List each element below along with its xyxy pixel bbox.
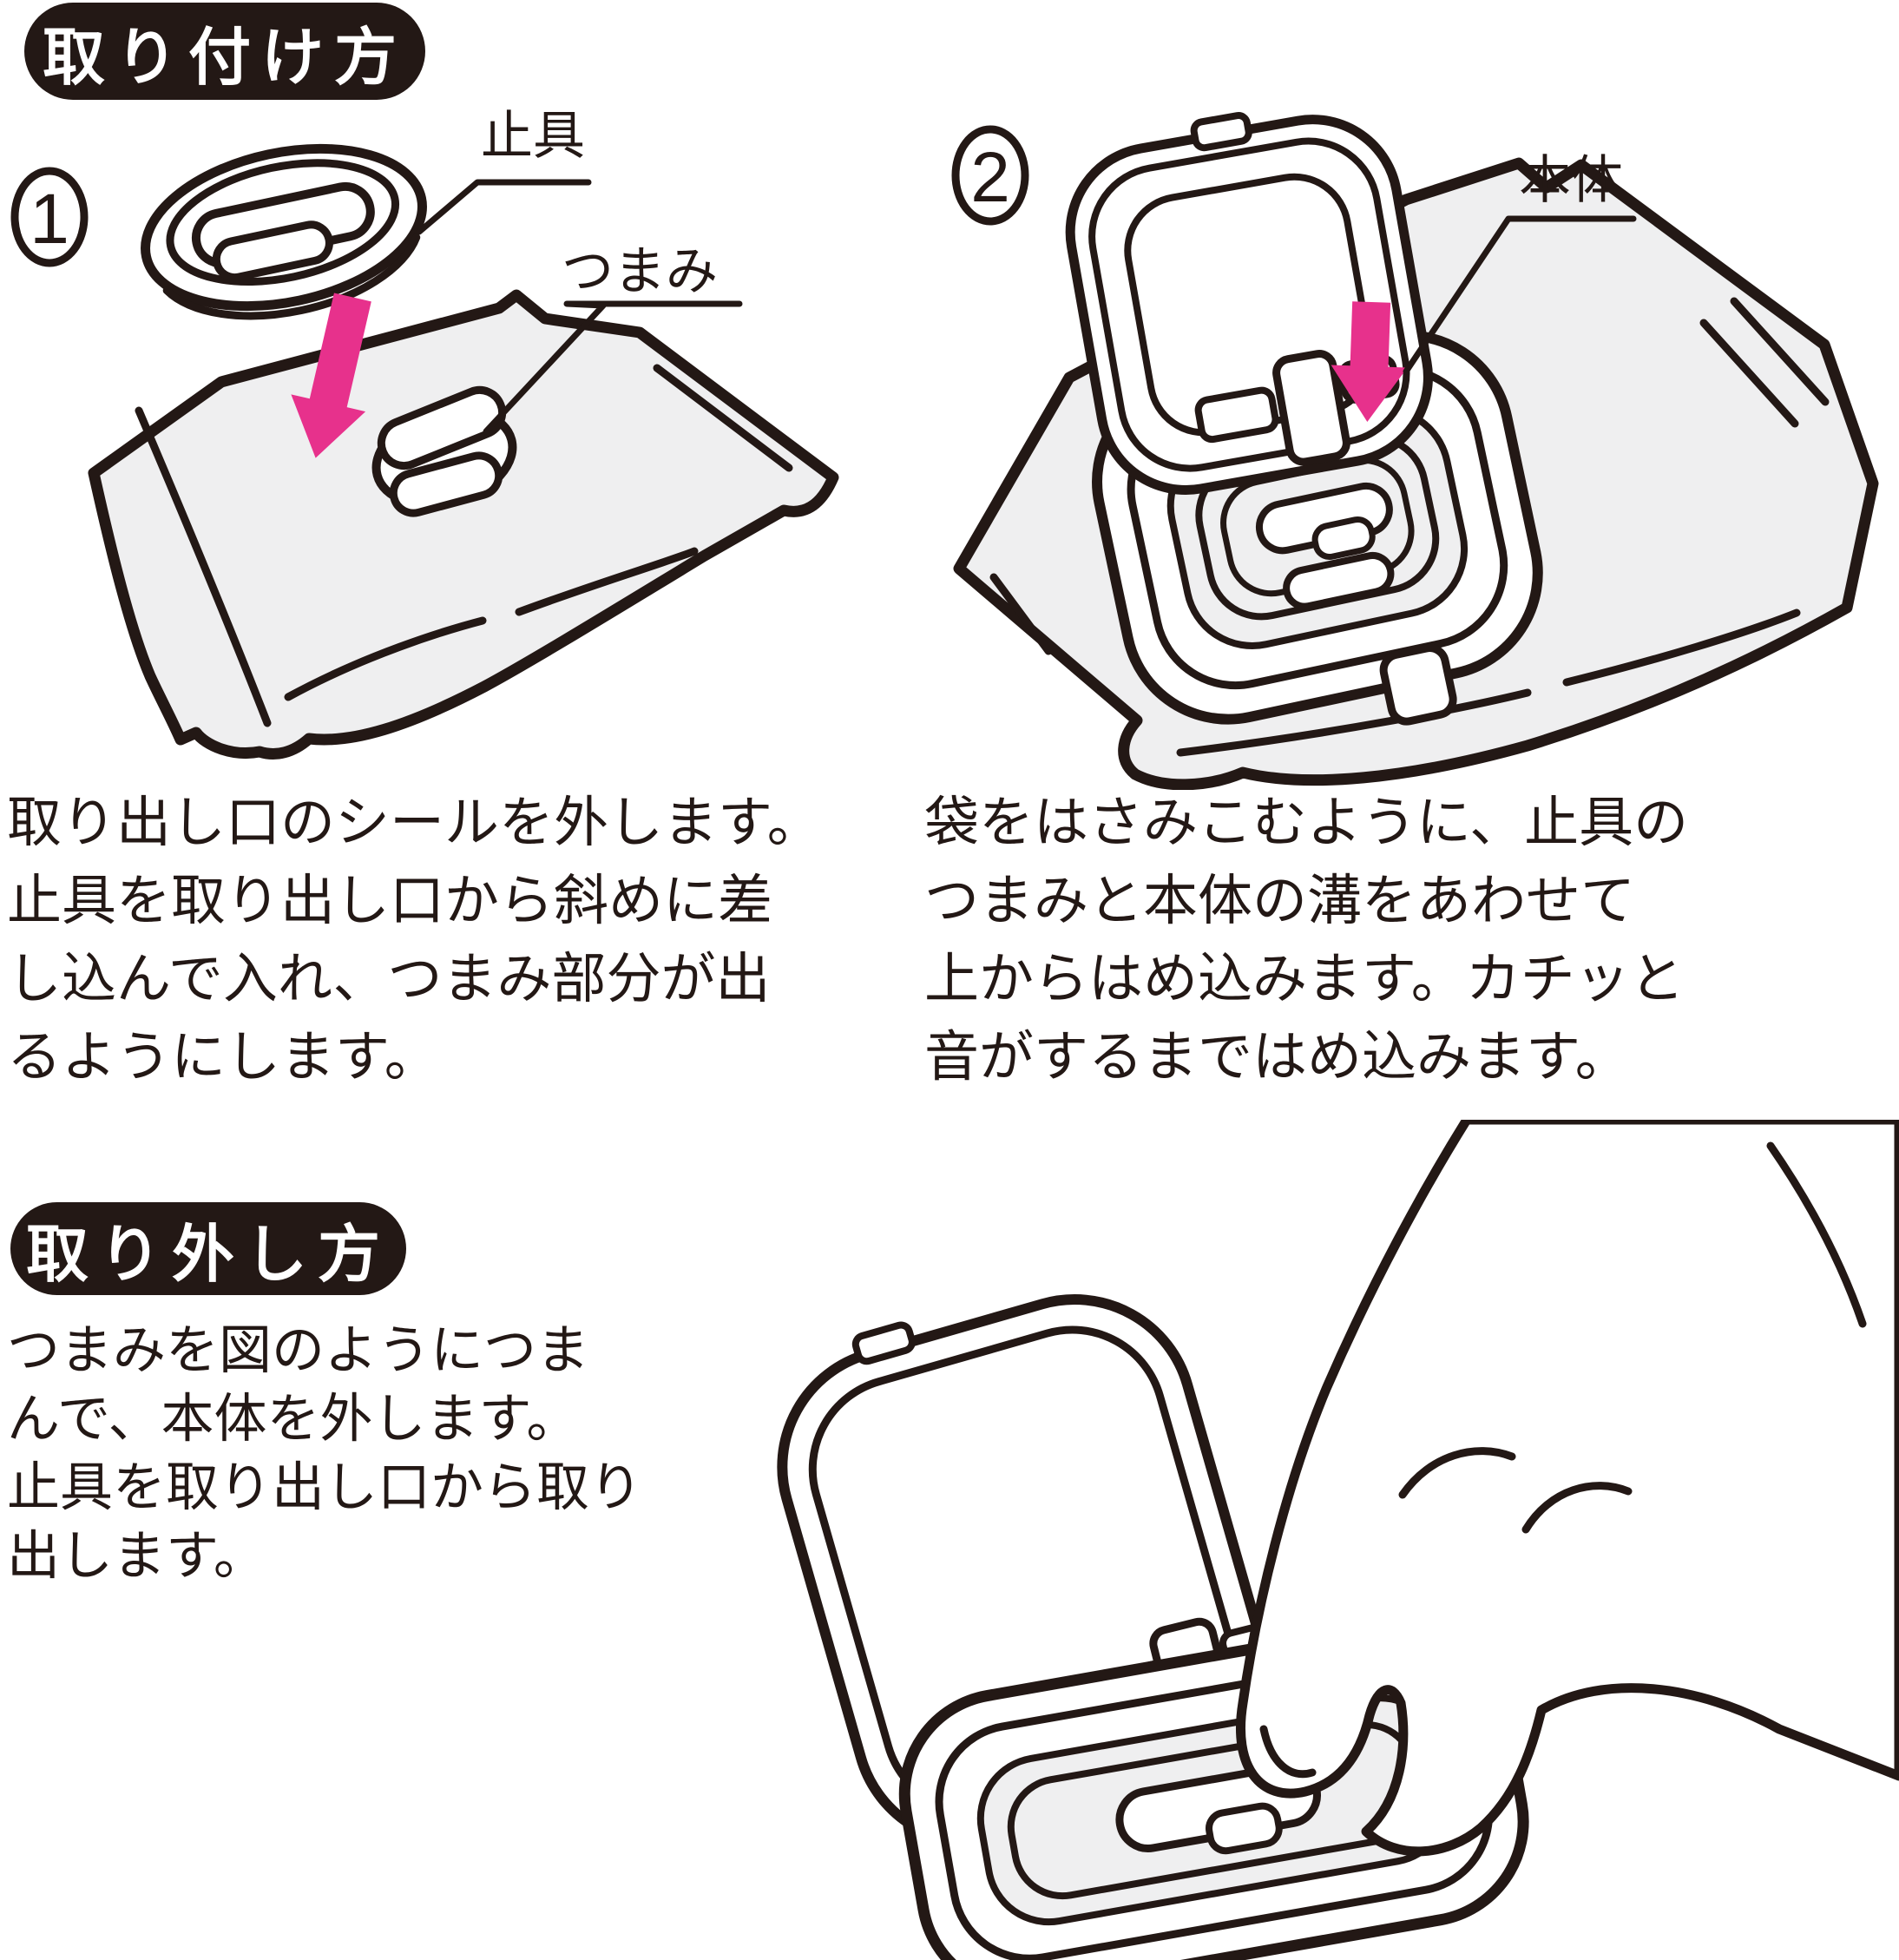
detach-section-badge: 取り外し方 — [10, 1202, 406, 1295]
text-line: んで、本体を外します。 — [7, 1389, 580, 1448]
attach-section-badge: 取り付け方 — [24, 3, 425, 100]
tab-on-package — [371, 385, 517, 517]
body-label: 本体 — [1519, 151, 1623, 209]
text-line: るようにします。 — [7, 1027, 439, 1088]
step2-description: 袋をはさみこむように、止具の つまみと本体の溝をあわせて 上からはめ込みます。カ… — [924, 784, 1688, 1096]
tab-label-group: つまみ — [483, 242, 743, 435]
stopper-label: 止具 — [481, 107, 585, 165]
open-lid-illustration — [1065, 112, 1433, 496]
step1-number-badge: 1 — [10, 167, 89, 267]
text-line: 音がするまではめ込みます。 — [924, 1027, 1630, 1088]
text-line: し込んで入れ、つまみ部分が出 — [7, 949, 771, 1010]
text-line: つまみを図のようにつま — [7, 1320, 590, 1379]
lid-clasp — [1190, 112, 1252, 152]
step2-number-badge: 2 — [951, 125, 1029, 226]
text-line: つまみと本体の溝をあわせて — [924, 871, 1635, 931]
lid-clasp — [851, 1321, 916, 1365]
text-line: 取り出し口のシールを外します。 — [7, 793, 822, 853]
stopper-label-group: 止具 — [416, 107, 592, 235]
detach-figure — [777, 1120, 1899, 1960]
text-line: 上からはめ込みます。カチッと — [924, 949, 1685, 1010]
tab-label: つまみ — [562, 242, 718, 300]
step2-number: 2 — [970, 138, 1010, 217]
body-label-group: 本体 — [1403, 151, 1637, 375]
text-line: 袋をはさみこむように、止具の — [924, 793, 1689, 853]
step1-number: 1 — [30, 180, 69, 259]
text-line: 止具を取り出し口から斜めに差 — [7, 871, 772, 931]
text-line: 止具を取り出し口から取り — [7, 1457, 643, 1516]
front-latch — [1379, 644, 1457, 726]
step1-attach-figure: 1 止具 つまみ — [10, 107, 839, 760]
detach-description: つまみを図のようにつま んで、本体を外します。 止具を取り出し口から取り 出しま… — [7, 1316, 642, 1590]
text-line: 出します。 — [7, 1526, 266, 1585]
hand-illustration — [1235, 1120, 1899, 1857]
step1-description: 取り出し口のシールを外します。 止具を取り出し口から斜めに差 し込んで入れ、つま… — [7, 784, 822, 1096]
wipes-package-illustration — [88, 289, 839, 760]
stopper-illustration — [141, 143, 427, 320]
down-arrow-icon — [291, 293, 371, 458]
down-arrow-icon — [1331, 301, 1408, 422]
step2-attach-figure: 2 本体 — [951, 112, 1879, 790]
